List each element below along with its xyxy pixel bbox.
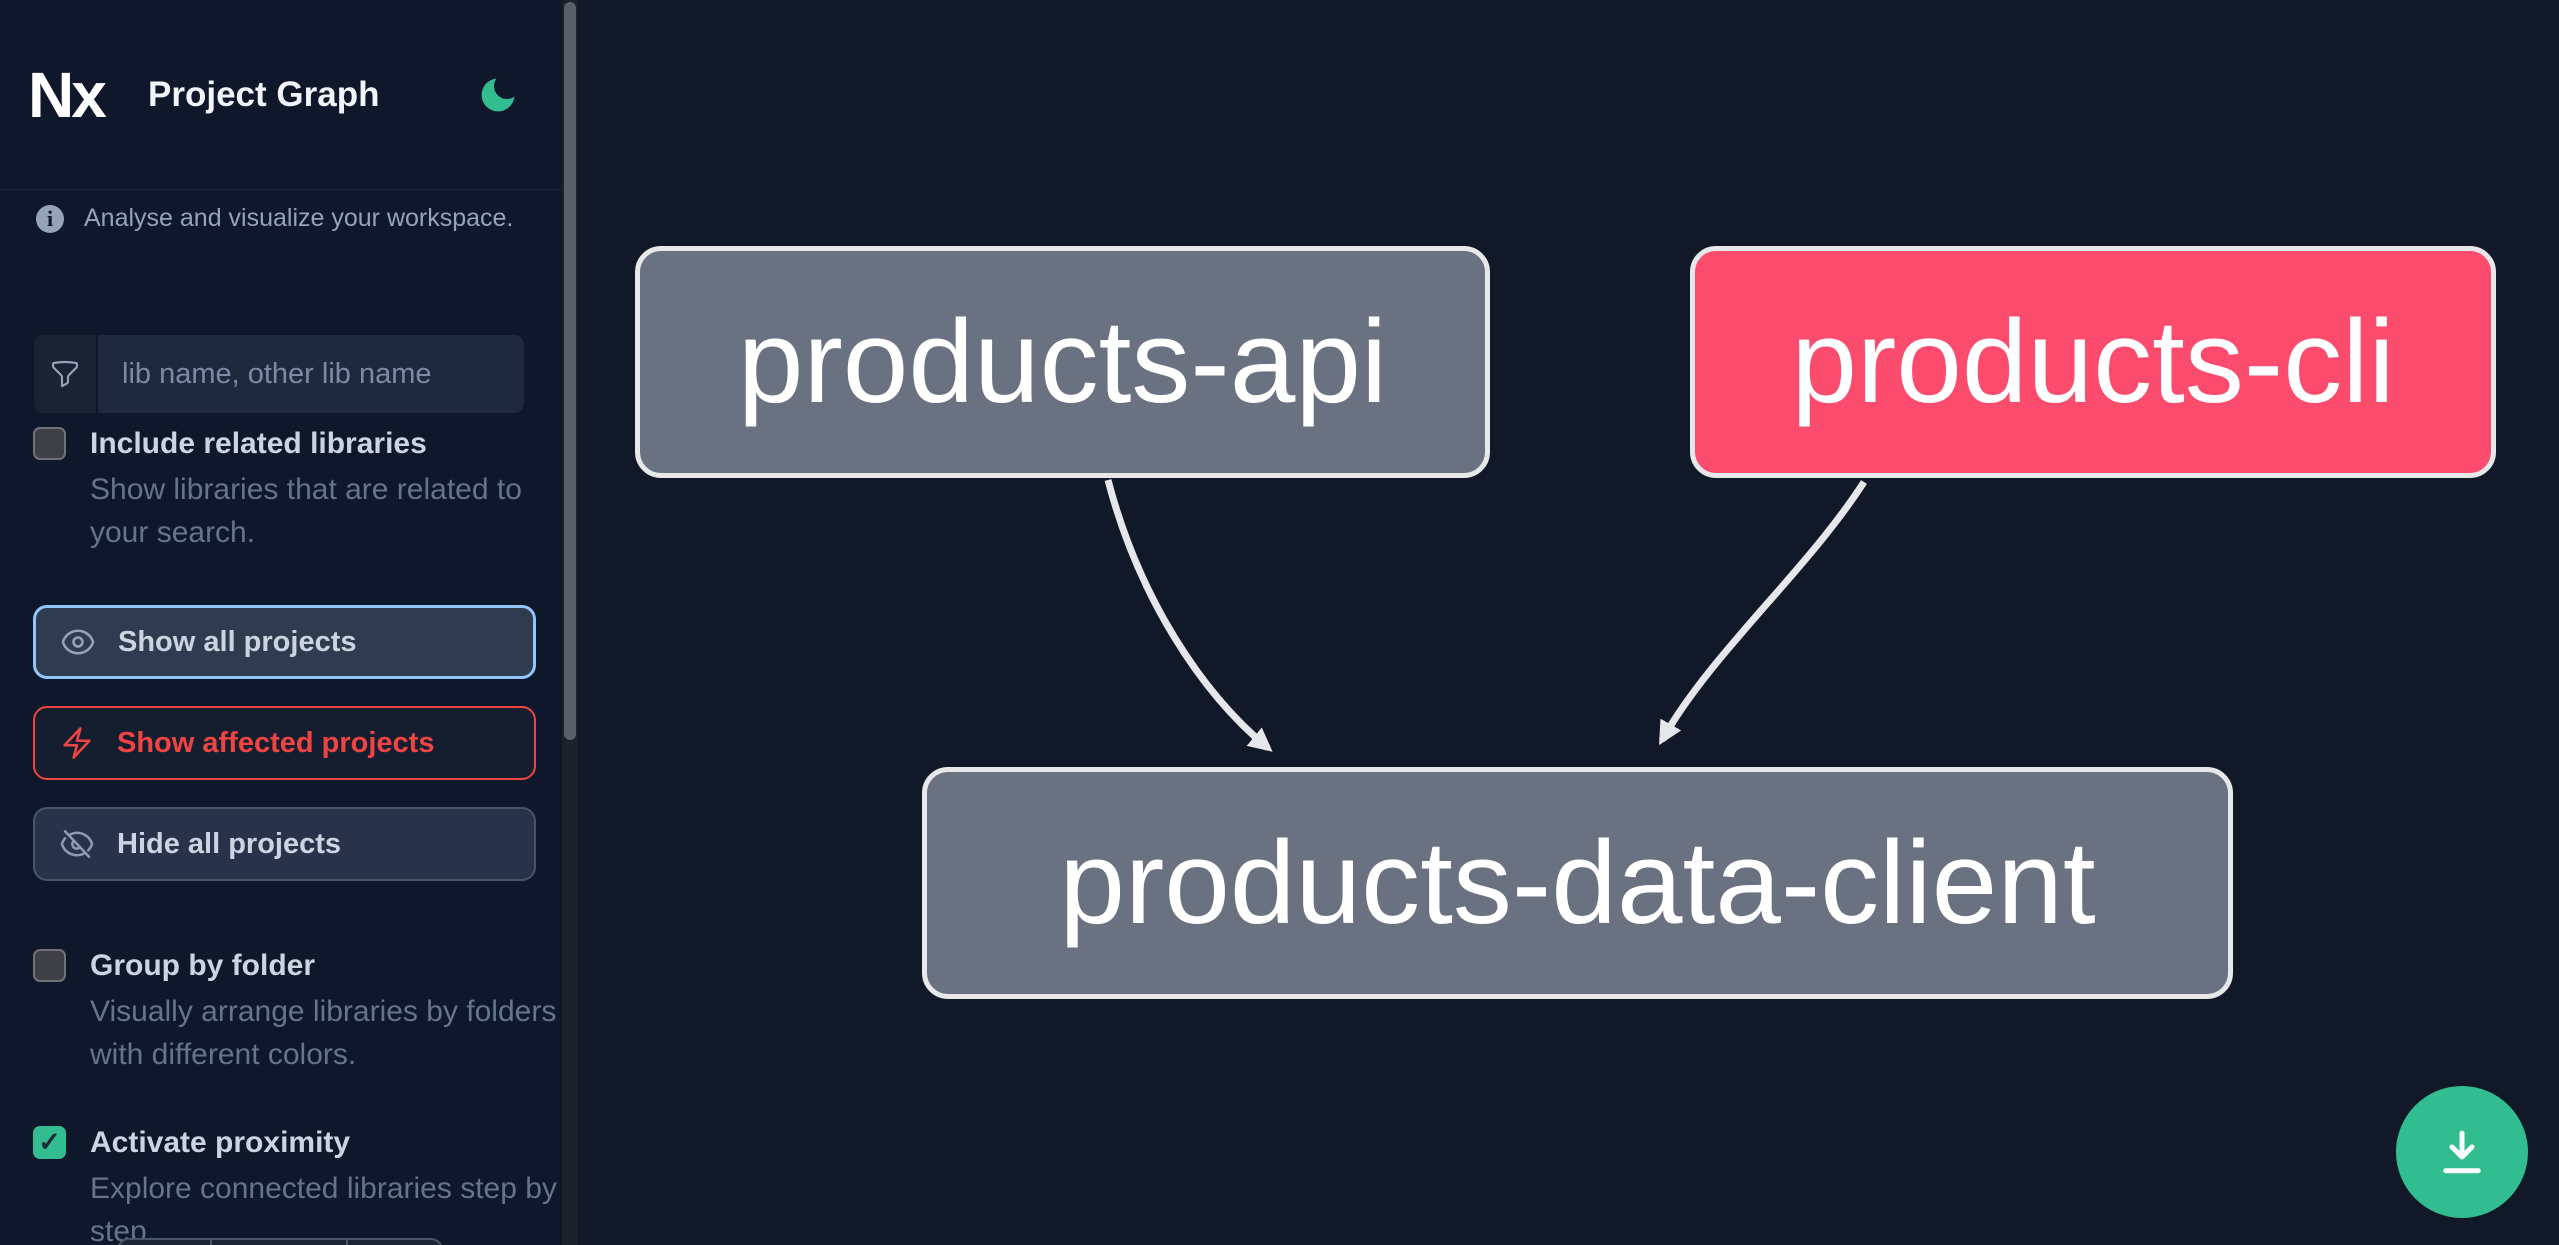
theme-toggle-button[interactable] (474, 71, 522, 119)
include-related-libraries-checkbox[interactable] (33, 427, 66, 460)
info-icon: i (36, 204, 64, 233)
filter-icon (34, 335, 98, 413)
bolt-icon (63, 727, 91, 759)
nx-logo: Nx (28, 58, 107, 131)
sidebar: Nx Project Graph i Analyse and visualize… (0, 0, 562, 1245)
page-title: Project Graph (148, 74, 380, 114)
checkbox-label: Include related libraries (90, 427, 427, 460)
download-icon (2443, 1130, 2481, 1174)
check-icon: ✓ (38, 1127, 61, 1157)
activate-proximity-checkbox[interactable]: ✓ (33, 1126, 66, 1159)
hide-all-projects-button[interactable]: Hide all projects (33, 807, 536, 881)
proximity-value (212, 1240, 348, 1245)
tagline-row: i Analyse and visualize your workspace. (36, 204, 513, 233)
proximity-increment-button[interactable] (348, 1240, 441, 1245)
checkbox-label: Activate proximity (90, 1126, 351, 1159)
show-all-projects-button[interactable]: Show all projects (33, 605, 536, 679)
graph-canvas[interactable] (578, 0, 2559, 1245)
show-affected-projects-button[interactable]: Show affected projects (33, 706, 536, 780)
search-input[interactable] (98, 335, 524, 413)
search-box (34, 335, 524, 413)
group-by-folder-row: Group by folder Visually arrange librari… (33, 947, 570, 1076)
activate-proximity-row: ✓ Activate proximity Explore connected l… (33, 1124, 570, 1245)
download-graph-button[interactable] (2396, 1086, 2528, 1218)
checkbox-description: Visually arrange libraries by folders wi… (90, 995, 557, 1071)
graph-node-products-data-client[interactable]: products-data-client (922, 767, 2233, 999)
eye-off-icon (60, 829, 94, 859)
sidebar-scrollbar-track (562, 0, 578, 1245)
eye-icon (61, 629, 95, 655)
checkbox-description: Show libraries that are related to your … (90, 473, 522, 549)
graph-node-products-api[interactable]: products-api (635, 246, 1490, 478)
checkbox-label: Group by folder (90, 949, 315, 982)
sidebar-scrollbar-thumb[interactable] (564, 2, 576, 740)
sidebar-header: Nx Project Graph (0, 0, 562, 190)
moon-icon (481, 78, 515, 111)
graph-node-products-cli[interactable]: products-cli (1690, 246, 2496, 478)
include-related-libraries-row: Include related libraries Show libraries… (33, 425, 570, 554)
tagline-text: Analyse and visualize your workspace. (84, 204, 514, 232)
checkbox-description: Explore connected libraries step by step… (90, 1172, 557, 1245)
proximity-stepper (117, 1238, 443, 1245)
group-by-folder-checkbox[interactable] (33, 949, 66, 982)
proximity-decrement-button[interactable] (119, 1240, 212, 1245)
